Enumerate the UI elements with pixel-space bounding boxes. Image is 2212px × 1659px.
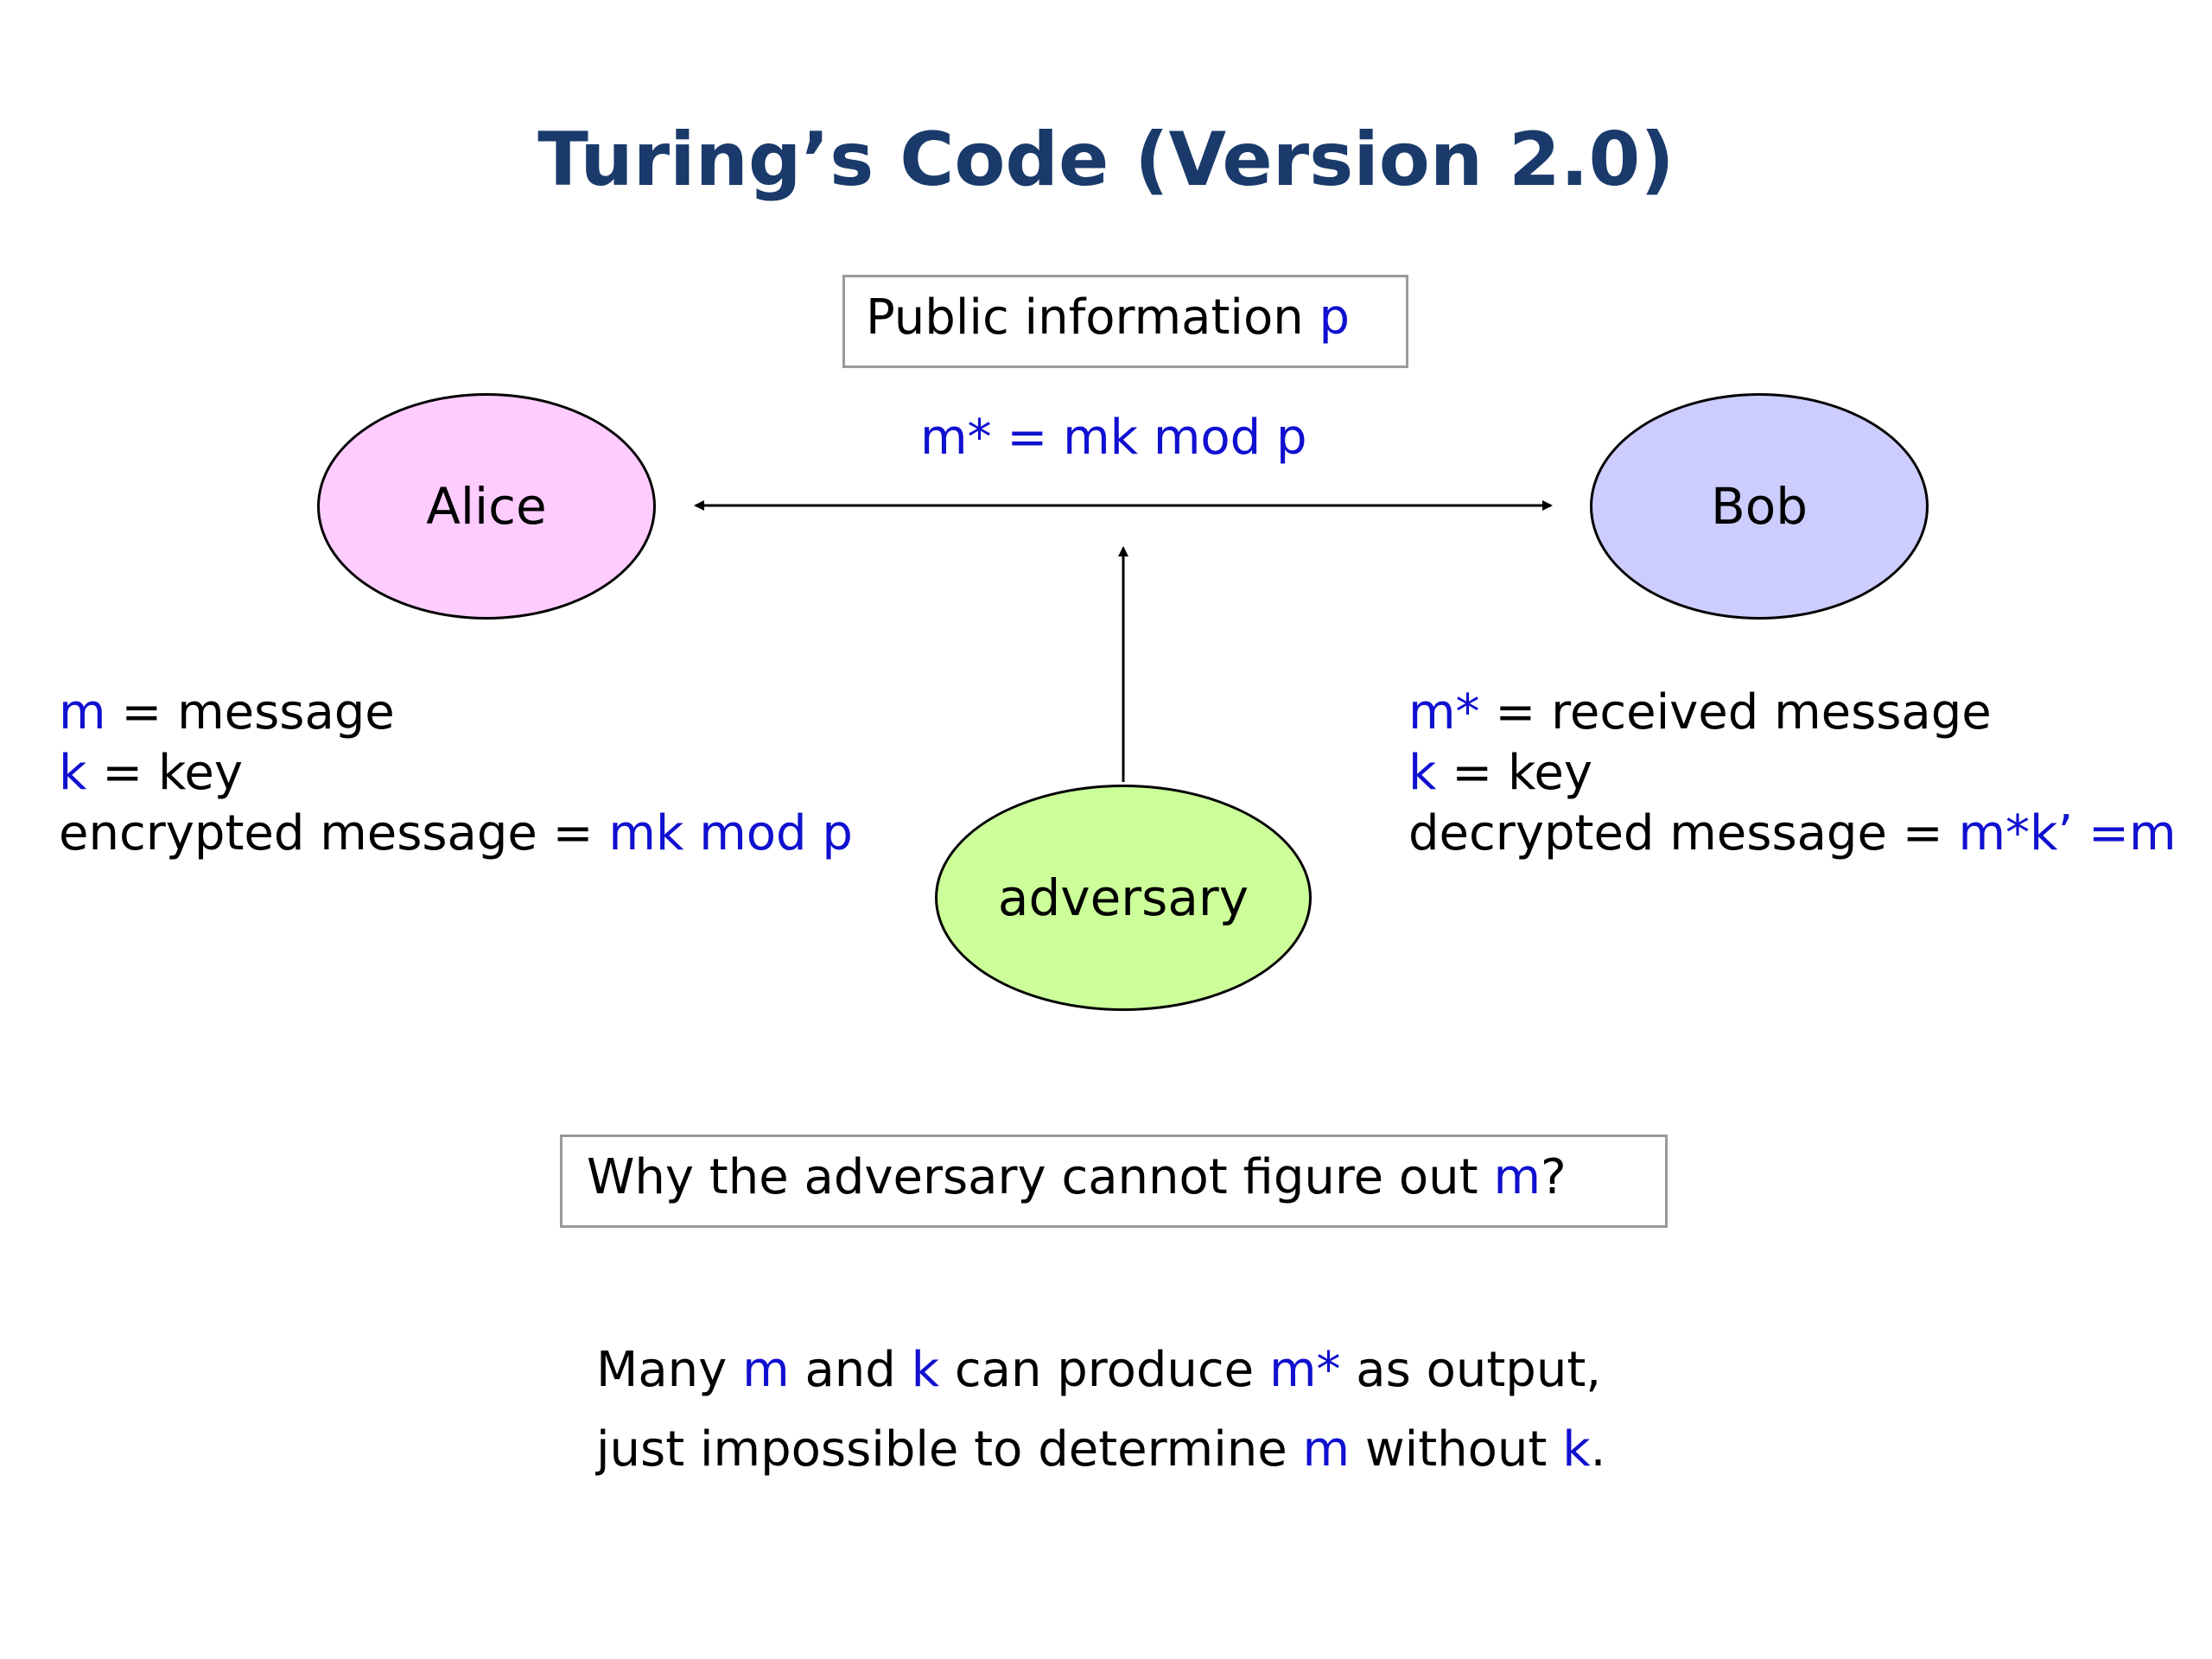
var-k: k: [1408, 745, 1437, 801]
note-text: decrypted message =: [1408, 805, 1959, 861]
note-text: = received message: [1479, 684, 1992, 741]
answer-line-1: Many m and k can produce m* as output,: [596, 1331, 1605, 1410]
answer-fragment: .: [1590, 1421, 1606, 1478]
channel-equation: m* = mk mod p: [920, 410, 1307, 466]
var-m: m: [1493, 1149, 1541, 1205]
encrypt-expression: mk mod p: [608, 805, 853, 861]
alice-node: Alice: [317, 393, 656, 620]
bob-notes: m* = received message k = key decrypted …: [1408, 683, 2177, 864]
adversary-label: adversary: [997, 868, 1249, 927]
note-text: encrypted message =: [59, 805, 609, 861]
note-text: = message: [105, 684, 395, 741]
answer-line-2: just impossible to determine m without k…: [596, 1410, 1605, 1490]
var-mstar: m*: [1408, 684, 1480, 741]
alice-label: Alice: [426, 477, 547, 536]
question-mark: ?: [1541, 1149, 1567, 1205]
bob-note-decrypted: decrypted message = m*k’ =m: [1408, 804, 2177, 864]
alice-notes: m = message k = key encrypted message = …: [59, 683, 853, 864]
slide-title: Turing’s Code (Version 2.0): [537, 117, 1675, 203]
public-information-label: Public information: [866, 289, 1319, 346]
bob-note-received: m* = received message: [1408, 683, 2177, 743]
answer-fragment: can produce: [939, 1342, 1269, 1398]
bob-node: Bob: [1590, 393, 1929, 620]
alice-note-key: k = key: [59, 743, 853, 804]
var-k: k: [59, 745, 87, 801]
answer-fragment: Many: [596, 1342, 743, 1398]
adversary-node: adversary: [935, 785, 1312, 1011]
answer-fragment: without: [1350, 1421, 1563, 1478]
public-information-variable: p: [1319, 289, 1351, 346]
answer-fragment: just impossible to determine: [596, 1421, 1303, 1478]
alice-note-message: m = message: [59, 683, 853, 743]
question-text: Why the adversary cannot figure out: [587, 1149, 1494, 1205]
bob-label: Bob: [1710, 477, 1808, 536]
decrypt-expression: m*k’ =m: [1958, 805, 2177, 861]
note-text: = key: [86, 745, 243, 801]
var-k: k: [1562, 1421, 1591, 1478]
bob-note-key: k = key: [1408, 743, 2177, 804]
var-m: m: [1302, 1421, 1351, 1478]
question-box: Why the adversary cannot figure out m?: [560, 1135, 1668, 1228]
answer-fragment: as output,: [1340, 1342, 1602, 1398]
answer-fragment: and: [789, 1342, 912, 1398]
var-k: k: [911, 1342, 940, 1398]
var-m: m: [742, 1342, 790, 1398]
alice-note-encrypted: encrypted message = mk mod p: [59, 804, 853, 864]
note-text: = key: [1436, 745, 1592, 801]
var-mstar: m*: [1268, 1342, 1341, 1398]
answer-text: Many m and k can produce m* as output, j…: [596, 1331, 1605, 1490]
var-m: m: [59, 684, 106, 741]
public-information-box: Public information p: [842, 275, 1408, 368]
